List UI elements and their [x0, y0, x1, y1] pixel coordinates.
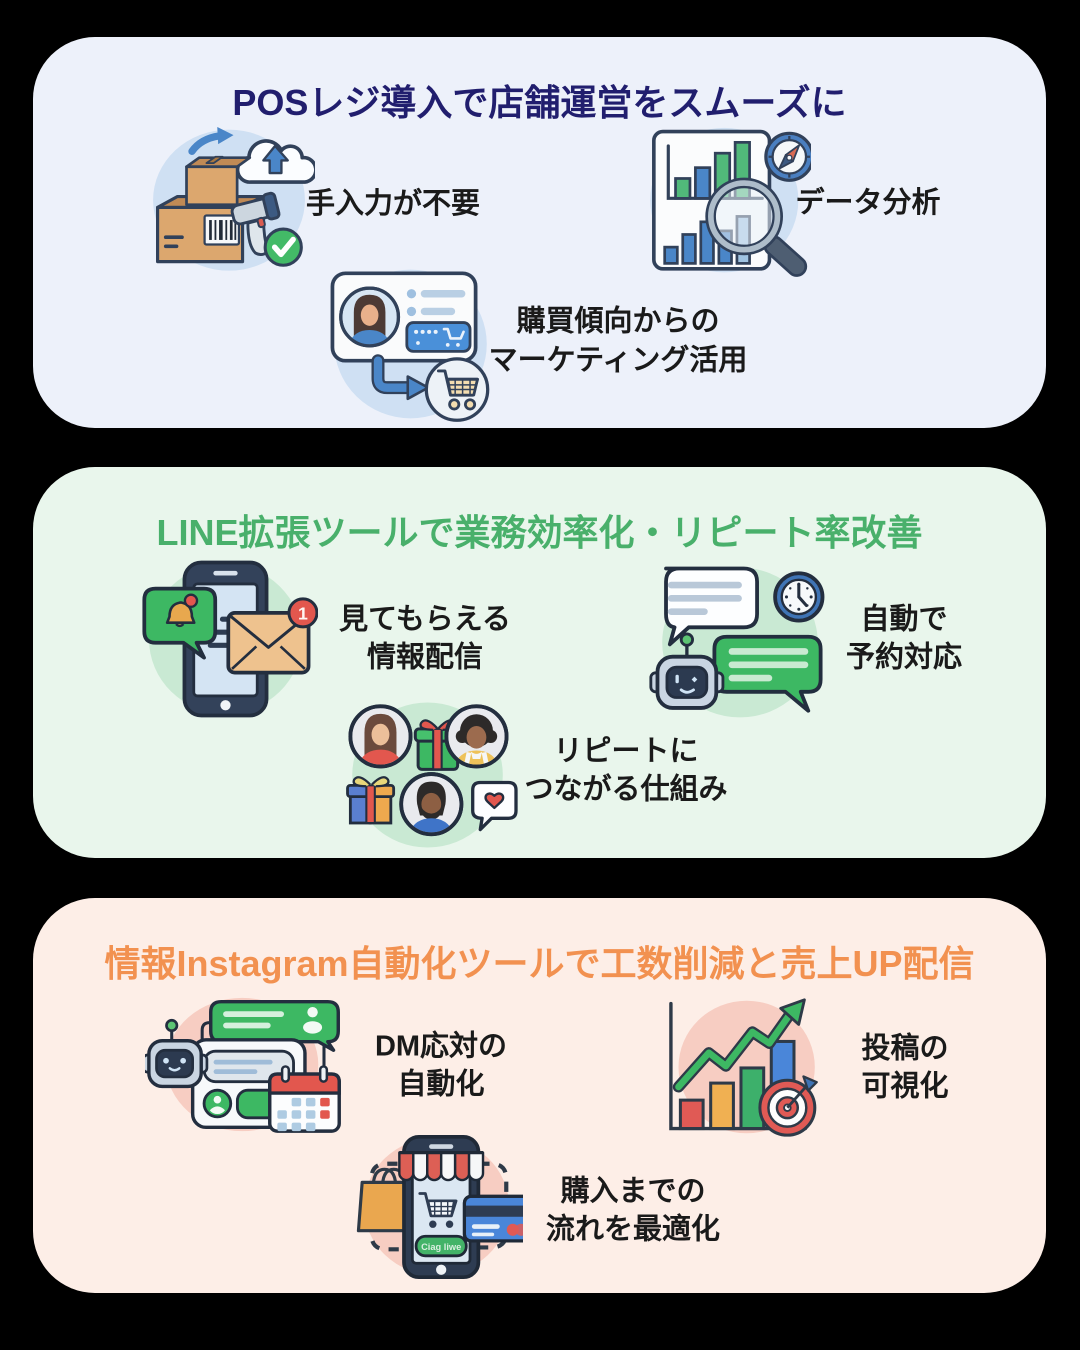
- feature-label-line: 手入力が不要: [305, 187, 481, 220]
- feature-label-line: 可視化: [861, 1070, 949, 1103]
- feature-label-no-manual-entry: 手入力が不要: [306, 185, 480, 224]
- feature-label-line: 予約対応: [845, 641, 963, 674]
- feature-label-line: リピートに: [553, 735, 699, 767]
- feature-label-line: データ分析: [795, 186, 941, 219]
- customer-profile-cart-icon: [325, 262, 497, 425]
- buy-button-label: Ciag liwe: [421, 1242, 461, 1252]
- feature-label-line: 購入までの: [560, 1175, 706, 1207]
- panel-insta-title: 情報Instagram自動化ツールで工数削減と売上UP配信: [104, 943, 975, 984]
- package-scan-upload-icon: [143, 117, 315, 277]
- mobile-shop-checkout-icon: Ciag liwe: [351, 1132, 523, 1282]
- feature-label-line: DM応対の: [374, 1030, 508, 1062]
- feature-label-line: つながる仕組み: [524, 773, 728, 806]
- feature-label-line: 自動で: [860, 603, 948, 635]
- feature-label-line: 情報配信: [366, 641, 483, 674]
- mail-badge-count: 1: [298, 603, 308, 623]
- feature-label-line: 流れを最適化: [545, 1213, 721, 1246]
- dm-bot-calendar-icon: [145, 996, 345, 1134]
- feature-label-line: 投稿の: [861, 1032, 949, 1064]
- panel-line: LINE拡張ツールで業務効率化・リピート率改善: [33, 467, 1046, 858]
- feature-label-post-visualization: 投稿の 可視化: [861, 1029, 948, 1106]
- panel-insta: 情報Instagram自動化ツールで工数削減と売上UP配信: [33, 898, 1046, 1293]
- feature-label-line: 購買傾向からの: [516, 305, 720, 338]
- growth-chart-target-icon: [663, 996, 818, 1138]
- chatbot-clock-icon: [645, 559, 835, 725]
- panel-line-title: LINE拡張ツールで業務効率化・リピート率改善: [156, 512, 923, 553]
- feature-label-dm-automation: DM応対の 自動化: [375, 1027, 507, 1104]
- feature-label-info-delivery: 見てもらえる 情報配信: [339, 600, 511, 677]
- feature-label-purchase-flow: 購入までの 流れを最適化: [546, 1172, 720, 1249]
- feature-label-marketing: 購買傾向からの マーケティング活用: [489, 303, 748, 380]
- feature-label-line: マーケティング活用: [488, 344, 748, 376]
- phone-notification-mail-icon: 1: [133, 555, 318, 723]
- feature-label-line: 見てもらえる: [339, 603, 511, 635]
- customers-gifts-heart-icon: [337, 695, 519, 855]
- feature-label-auto-reservation: 自動で 予約対応: [846, 600, 962, 677]
- data-analysis-chart-icon: [643, 117, 811, 277]
- feature-label-line: 自動化: [397, 1068, 485, 1101]
- panel-pos: POSレジ導入で店舗運営をスムーズに: [33, 37, 1046, 428]
- feature-label-repeat: リピートに つながる仕組み: [524, 732, 727, 809]
- panel-pos-title: POSレジ導入で店舗運営をスムーズに: [232, 82, 847, 123]
- feature-label-data-analysis: データ分析: [795, 184, 940, 223]
